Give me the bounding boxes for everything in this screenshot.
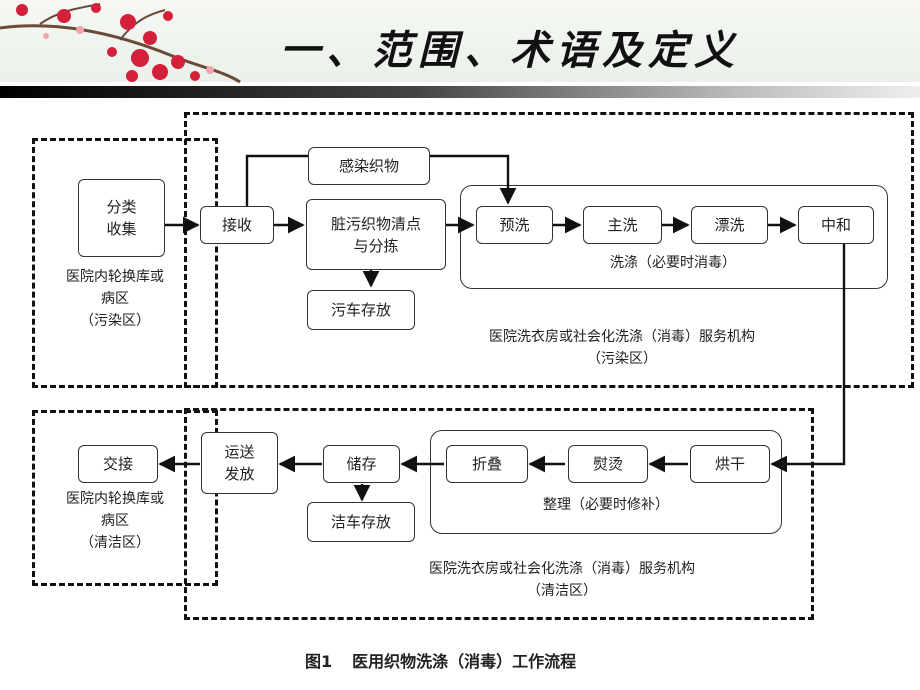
dry-node: 烘干 <box>690 445 770 483</box>
figure-title: 医用织物洗涤（消毒）工作流程 <box>352 652 577 671</box>
wash-group-label: 洗涤（必要时消毒） <box>610 255 736 271</box>
zone-laundry-clean-label: 医院洗衣房或社会化洗涤（消毒）服务机构（清洁区） <box>429 561 695 599</box>
rinse-node: 漂洗 <box>691 206 768 244</box>
title-rule <box>0 86 920 98</box>
neutralize-node: 中和 <box>798 206 874 244</box>
zone-laundry-dirty-frame <box>184 112 914 388</box>
mainwash-node: 主洗 <box>583 206 662 244</box>
infected-linen-node: 感染织物 <box>308 147 430 185</box>
prewash-node: 预洗 <box>476 206 553 244</box>
figure-caption: 图1 医用织物洗涤（消毒）工作流程 <box>305 648 596 672</box>
fold-node: 折叠 <box>446 445 528 483</box>
dirty-cart-storage-node: 污车存放 <box>307 290 415 330</box>
receive-node: 接收 <box>200 206 274 244</box>
deliver-node: 运送发放 <box>201 432 278 494</box>
zone-ward-dirty-label: 医院内轮换库或病区（污染区） <box>66 269 164 329</box>
zone-ward-dirty-frame <box>32 138 218 388</box>
iron-node: 熨烫 <box>568 445 648 483</box>
clean-cart-storage-node: 洁车存放 <box>307 502 415 542</box>
page-title: 一、范围、术语及定义 <box>280 27 740 74</box>
zone-laundry-dirty-label: 医院洗衣房或社会化洗涤（消毒）服务机构（污染区） <box>489 329 755 367</box>
wash-group <box>460 185 888 289</box>
finish-group-label: 整理（必要时修补） <box>543 497 669 513</box>
zone-ward-clean-label: 医院内轮换库或病区（清洁区） <box>66 491 164 551</box>
handover-node: 交接 <box>78 445 158 483</box>
zone-laundry-clean-frame <box>184 408 814 620</box>
plum-blossom-branch <box>0 3 241 84</box>
finish-group <box>430 430 782 534</box>
zone-ward-clean-frame <box>32 410 218 586</box>
sort-collect-node: 分类收集 <box>78 179 165 257</box>
dirty-linen-sorting-node: 脏污织物清点与分拣 <box>306 199 446 270</box>
figure-number: 图1 <box>305 652 333 671</box>
store-node: 储存 <box>323 445 400 483</box>
